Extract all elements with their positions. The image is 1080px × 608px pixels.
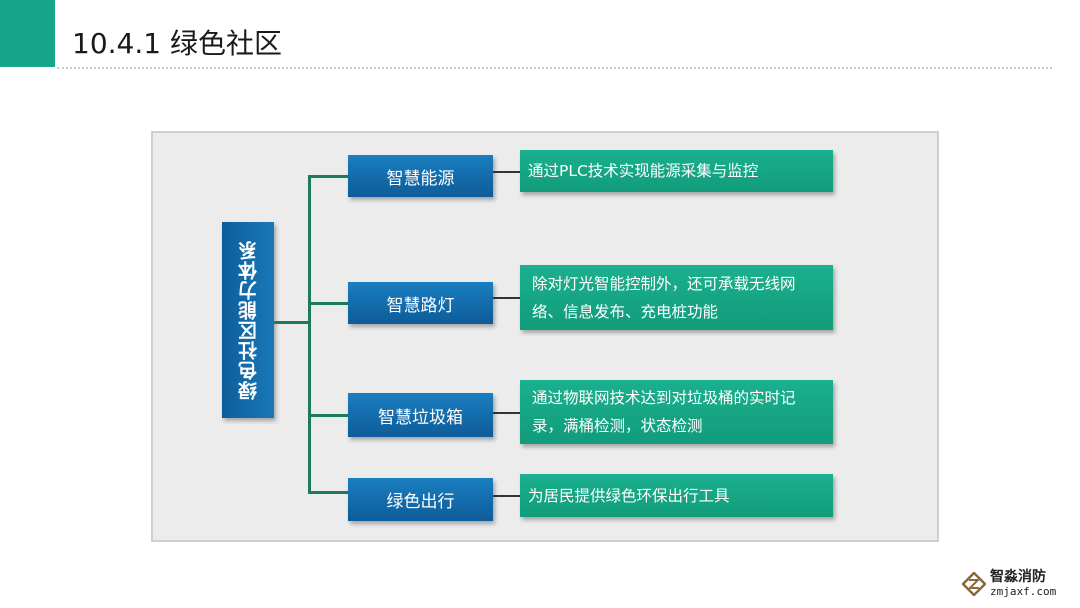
root-label: 绿色社区能力体系	[237, 240, 260, 400]
category-node: 智慧垃圾箱	[348, 393, 493, 437]
category-node: 智慧路灯	[348, 282, 493, 324]
desc-connector	[493, 412, 520, 414]
watermark-logo: 智淼消防 zmjaxf.com	[962, 570, 1056, 598]
root-node: 绿色社区能力体系	[222, 222, 274, 418]
category-node: 绿色出行	[348, 478, 493, 521]
logo-icon	[962, 572, 986, 596]
description-node: 除对灯光智能控制外，还可承载无线网络、信息发布、充电桩功能	[520, 265, 833, 330]
branch-connector	[308, 491, 348, 494]
description-node: 通过物联网技术达到对垃圾桶的实时记录，满桶检测，状态检测	[520, 380, 833, 444]
desc-connector	[493, 495, 520, 497]
root-connector	[274, 321, 310, 324]
desc-connector	[493, 297, 520, 299]
description-node: 通过PLC技术实现能源采集与监控	[520, 150, 833, 192]
watermark-url: zmjaxf.com	[990, 585, 1057, 598]
page-title: 10.4.1 绿色社区	[72, 27, 282, 60]
header-divider	[57, 67, 1052, 69]
category-node: 智慧能源	[348, 155, 493, 197]
branch-connector	[308, 302, 348, 305]
watermark-name: 智淼消防	[990, 569, 1046, 585]
header-accent-bar	[0, 0, 55, 67]
trunk-line	[308, 175, 311, 493]
desc-connector	[493, 171, 520, 173]
description-node: 为居民提供绿色环保出行工具	[520, 474, 833, 517]
diagram-panel	[151, 131, 939, 542]
branch-connector	[308, 175, 348, 178]
branch-connector	[308, 414, 348, 417]
